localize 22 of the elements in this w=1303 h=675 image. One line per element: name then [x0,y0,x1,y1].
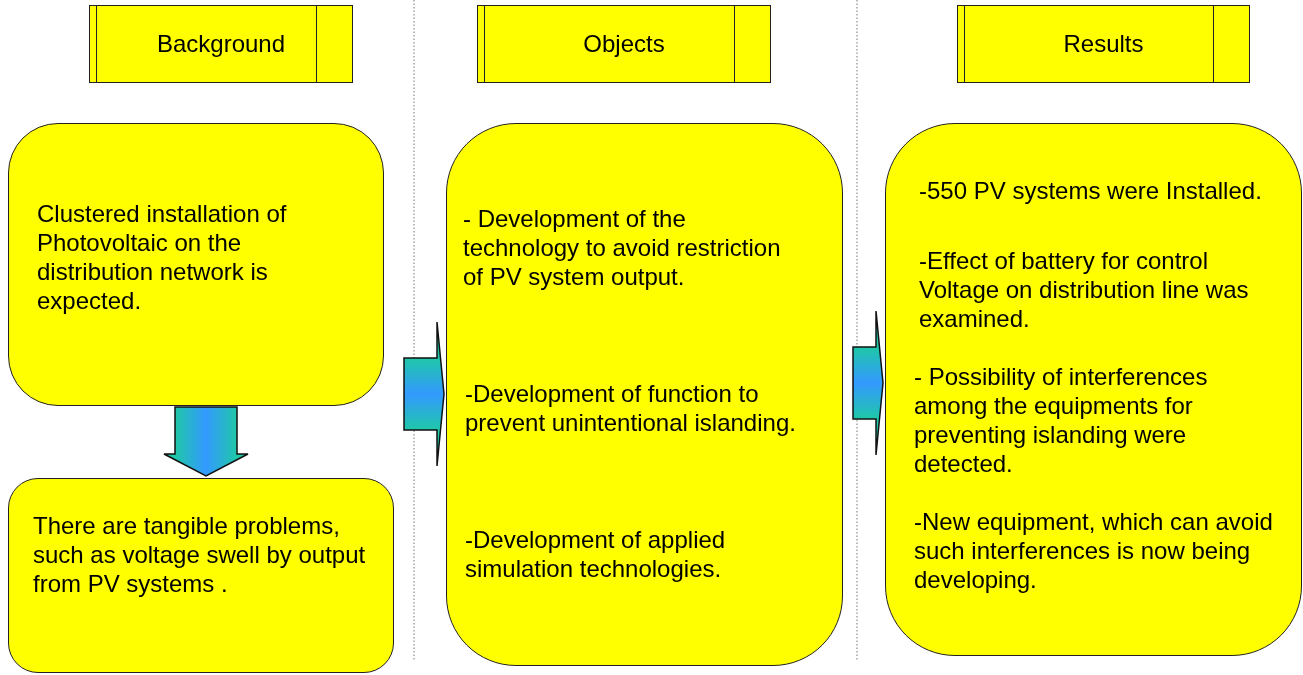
header-label: Objects [583,30,665,58]
body-text: There are tangible problems, such as voltage swell by output from PV systems . [33,511,367,598]
body-text: -Development of applied simulation technologies. [465,525,727,583]
block-arrow [403,321,445,467]
header-box [477,5,771,83]
header-label: Background [156,30,286,58]
rounded-text-box [8,123,384,406]
body-text: -Development of function to prevent unintentional islanding. [465,379,797,437]
block-arrow [163,406,249,477]
rounded-text-box [8,478,394,673]
rounded-text-box [885,123,1302,656]
body-text: -Effect of battery for control Voltage on distribution line was examined. [919,246,1250,333]
body-text: -550 PV systems were Installed. [919,176,1263,205]
body-text: Clustered installation of Photovoltaic on the distribution network is expected. [37,199,288,315]
header-box [957,5,1250,83]
body-text: -New equipment, which can avoid such interferences is now being developing. [914,507,1274,594]
header-box [89,5,353,83]
body-text: - Development of the technology to avoid restriction of PV system output. [463,204,782,291]
body-text: - Possibility of interferences among the equipments for preventing islanding were detected. [914,362,1209,478]
block-arrow [852,310,884,456]
header-label: Results [1063,30,1144,58]
rounded-text-box [446,123,843,666]
